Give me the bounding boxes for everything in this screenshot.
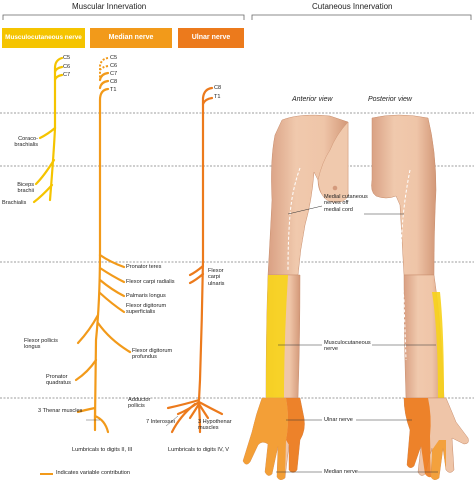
label-medial-cutaneous: Medial cutaneous nerves off medial cord — [324, 194, 368, 213]
ulnar-nerve-box: Ulnar nerve — [178, 28, 244, 48]
header-bracket-cutaneous — [251, 14, 472, 20]
root-median-c8: C8 — [110, 79, 118, 85]
label-biceps-brachii: Biceps brachii — [17, 182, 34, 195]
musculocutaneous-nerve-trunk — [32, 56, 64, 204]
header-muscular: Muscular Innervation — [72, 2, 147, 11]
median-nerve-trunk — [74, 71, 132, 434]
label-ulnar-cutaneous: Ulnar nerve — [324, 417, 353, 423]
cutaneous-leader-lines — [276, 205, 438, 473]
root-median-c5: C5 — [110, 55, 118, 61]
label-brachialis: Brachialis — [2, 200, 27, 206]
root-mc-c5: C5 — [63, 55, 71, 61]
root-median-t1: T1 — [110, 87, 117, 93]
label-hypothenar-muscles: 3 Hypothenar muscles — [198, 419, 232, 432]
label-lumbricals-ulnar: Lumbricals to digits IV, V — [168, 447, 230, 453]
label-thenar-muscles: 3 Thenar muscles — [38, 408, 83, 414]
root-mc-c6: C6 — [63, 64, 71, 70]
label-interossei: 7 Interossei — [146, 419, 175, 425]
root-median-c7: C7 — [110, 71, 118, 77]
label-musculocutaneous-cutaneous: Musculocutaneous nerve — [324, 340, 371, 353]
label-adductor-pollicis: Adductor pollicis — [128, 397, 151, 410]
label-coracobrachialis: Coraco- brachialis — [14, 136, 38, 149]
label-flexor-digitorum-profundus: Flexor digitorum profundus — [132, 348, 173, 361]
muscle-leader-lines — [86, 415, 179, 427]
view-anterior: Anterior view — [292, 96, 333, 103]
view-posterior: Posterior view — [368, 96, 412, 103]
label-flexor-carpi-radialis: Flexor carpi radialis — [126, 279, 175, 285]
header-cutaneous: Cutaneous Innervation — [312, 2, 393, 11]
median-variable-roots — [99, 57, 109, 80]
musculocutaneous-nerve-box: Musculocutaneous nerve — [2, 28, 85, 48]
root-ulnar-t1: T1 — [214, 94, 221, 100]
legend-text: Indicates variable contribution — [56, 470, 131, 476]
posterior-arm-illustration — [371, 114, 469, 480]
root-ulnar-c8: C8 — [214, 85, 222, 91]
root-median-c6: C6 — [110, 63, 118, 69]
label-flexor-carpi-ulnaris: Flexor carpi ulnaris — [208, 268, 225, 287]
label-flexor-pollicis-longus: Flexor pollicis longus — [24, 338, 58, 351]
median-nerve-box: Median nerve — [90, 28, 172, 48]
label-median-cutaneous: Median nerve — [324, 469, 358, 475]
label-pronator-quadratus: Pronator quadratus — [46, 374, 71, 387]
header-bracket-muscular — [2, 14, 245, 20]
ulnar-nerve-trunk — [166, 86, 224, 434]
label-flexor-digitorum-superficialis: Flexor digitorum superficialis — [126, 303, 167, 316]
label-lumbricals-median: Lumbricals to digits II, III — [72, 447, 133, 453]
label-pronator-teres: Pronator teres — [126, 264, 162, 270]
anterior-arm-illustration — [242, 114, 349, 480]
label-palmaris-longus: Palmaris longus — [126, 293, 166, 299]
root-mc-c7: C7 — [63, 72, 71, 78]
